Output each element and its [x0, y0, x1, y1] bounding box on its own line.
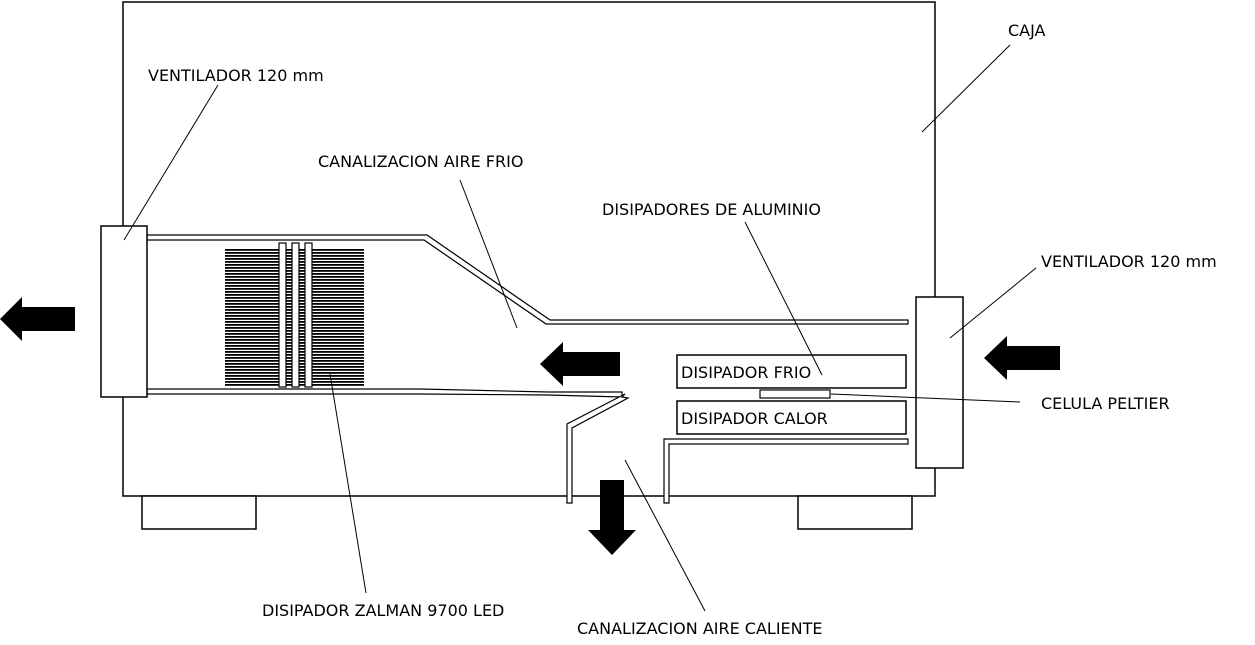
label-caja: CAJA — [1008, 21, 1046, 40]
hot-heatsink-block — [676, 400, 907, 435]
zalman-heatpipe — [278, 242, 287, 388]
leader-aluminium — [744, 221, 823, 376]
zalman-heatpipe — [291, 242, 300, 388]
leader-zalman — [329, 373, 367, 594]
label-aluminium-heatsinks: DISIPADORES DE ALUMINIO — [602, 200, 821, 219]
leader-hot-duct — [624, 459, 706, 612]
hot-duct-left-wall — [566, 393, 630, 504]
hot-duct-right-wall — [663, 438, 909, 504]
label-zalman: DISIPADOR ZALMAN 9700 LED — [262, 601, 504, 620]
cold-duct-top-wall — [146, 234, 909, 325]
leader-peltier — [830, 393, 1021, 403]
label-peltier: CELULA PELTIER — [1041, 394, 1170, 413]
foot-left — [141, 495, 257, 530]
zalman-heatpipe — [304, 242, 313, 388]
label-hot-heatsink: DISIPADOR CALOR — [681, 409, 828, 428]
fan-left — [100, 225, 148, 398]
foot-right — [797, 495, 913, 530]
cold-heatsink-block — [676, 354, 907, 389]
label-cold-heatsink: DISIPADOR FRIO — [681, 363, 811, 382]
leader-fan-left — [123, 84, 219, 241]
leader-fan-right — [949, 267, 1037, 339]
label-fan-left: VENTILADOR 120 mm — [148, 66, 324, 85]
arrow-cold-flow — [540, 342, 620, 386]
label-fan-right: VENTILADOR 120 mm — [1041, 252, 1217, 271]
leader-caja — [921, 44, 1011, 133]
arrow-exhaust-left — [0, 297, 75, 341]
peltier-cell — [759, 389, 831, 399]
arrow-intake-right — [984, 336, 1060, 380]
fan-right — [915, 296, 964, 469]
leader-cold-duct — [459, 179, 518, 329]
label-cold-duct: CANALIZACION AIRE FRIO — [318, 152, 523, 171]
label-hot-duct: CANALIZACION AIRE CALIENTE — [577, 619, 823, 638]
arrow-hot-down — [588, 480, 636, 555]
